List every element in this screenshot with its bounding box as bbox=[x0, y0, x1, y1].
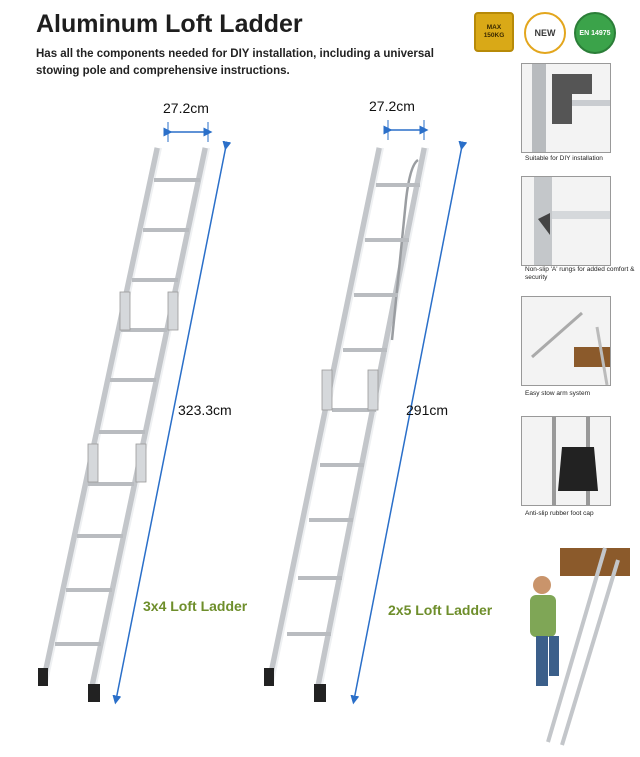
feature-caption-4: Anti-slip rubber foot cap bbox=[525, 510, 594, 517]
feature-thumb-foot-cap bbox=[521, 416, 611, 506]
feature-caption-2: Non-slip 'A' rungs for added comfort & s… bbox=[525, 266, 635, 281]
foot-cap-icon bbox=[552, 417, 598, 505]
rung-icon bbox=[534, 177, 610, 265]
page-title: Aluminum Loft Ladder bbox=[36, 10, 303, 38]
person-climbing-icon bbox=[530, 547, 630, 746]
stow-arm-icon bbox=[531, 311, 610, 386]
ladder-2-label: 2x5 Loft Ladder bbox=[388, 602, 493, 618]
max-load-text: MAX 150KG bbox=[483, 24, 505, 39]
new-text: NEW bbox=[534, 28, 556, 38]
hinge-icon bbox=[532, 64, 610, 152]
ladder-1-height: 323.3cm bbox=[178, 402, 232, 418]
new-badge: NEW bbox=[524, 12, 566, 54]
height-dimension-line-1 bbox=[112, 140, 232, 705]
feature-caption-3: Easy stow arm system bbox=[525, 390, 591, 397]
max-load-badge: MAX 150KG bbox=[474, 12, 514, 52]
feature-caption-1: Suitable for DIY installation bbox=[525, 155, 603, 162]
ladder-2x5-icon bbox=[264, 147, 429, 702]
feature-thumb-rung bbox=[521, 176, 611, 266]
ladder-1-width: 27.2cm bbox=[163, 100, 209, 116]
feature-thumb-hinge bbox=[521, 63, 611, 153]
en-standard-badge: EN 14975 bbox=[574, 12, 616, 54]
en-standard-text: EN 14975 bbox=[579, 29, 611, 37]
page-subtitle: Has all the components needed for DIY in… bbox=[36, 48, 434, 77]
ladder-1-label: 3x4 Loft Ladder bbox=[143, 598, 248, 614]
ladder-3x4-icon bbox=[38, 147, 210, 702]
feature-thumb-stow-arm bbox=[521, 296, 611, 386]
ladder-2-width: 27.2cm bbox=[369, 98, 415, 114]
height-dimension-line-2 bbox=[350, 140, 468, 705]
ladder-2-height: 291cm bbox=[406, 402, 449, 418]
